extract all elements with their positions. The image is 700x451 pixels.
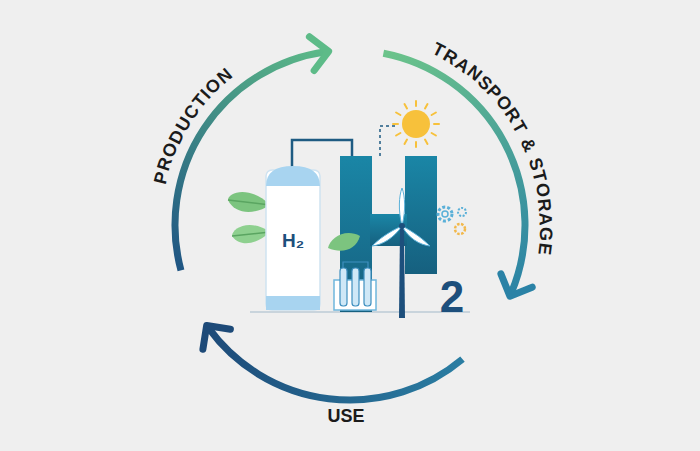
label-letter: O — [492, 92, 515, 114]
label-letter: P — [484, 82, 505, 103]
label-letter: R — [501, 105, 523, 126]
label-letter: U — [172, 114, 194, 134]
sun-ray — [432, 113, 436, 116]
label-letter — [524, 149, 543, 160]
label-letter: N — [214, 65, 236, 87]
label-letter: T — [189, 91, 210, 111]
sun-ray — [393, 123, 398, 125]
label-letter: R — [535, 197, 554, 212]
label-letter: C — [180, 101, 202, 122]
h2-number: 2 — [440, 275, 464, 319]
label-letter: R — [440, 46, 460, 68]
label-letter: T — [530, 169, 550, 184]
label-letter: & — [518, 135, 540, 154]
label-letter: A — [537, 212, 555, 226]
arrow-head — [309, 37, 328, 71]
cycle-arc — [208, 328, 462, 400]
label-letter: S — [526, 155, 547, 172]
label-letter: T — [430, 40, 448, 61]
sun-ray — [396, 113, 400, 116]
arrow-head — [501, 274, 532, 296]
label-letter: O — [202, 75, 225, 98]
tank-base — [266, 296, 320, 310]
tank-dome — [266, 166, 320, 186]
leaf — [328, 233, 360, 251]
label-letter: O — [159, 140, 181, 160]
sun-icon — [393, 101, 439, 147]
sun-ray — [425, 140, 428, 144]
dashed-link — [380, 126, 398, 156]
sun-ray — [405, 140, 408, 144]
label-letter — [515, 129, 533, 142]
label-letter: N — [463, 62, 484, 84]
leaf — [228, 192, 270, 212]
sun-ray — [425, 104, 428, 108]
sun-ray — [396, 133, 400, 136]
electrolyzer — [334, 262, 376, 310]
arrow-head — [203, 325, 231, 349]
leaf — [232, 225, 270, 243]
label-letter: G — [536, 227, 555, 242]
sun-ray — [415, 101, 417, 106]
label-letter: T — [509, 118, 530, 137]
cycle-arc — [175, 52, 326, 271]
label-letter: E — [535, 242, 554, 256]
label-letter: R — [154, 155, 175, 173]
wind-turbine — [372, 188, 430, 318]
tank-label: H₂ — [282, 231, 304, 250]
sun-ray — [432, 133, 436, 136]
hydrogen-tank — [266, 170, 320, 310]
label-letter: I — [197, 86, 214, 102]
stage-label: USE — [327, 407, 364, 425]
label-letter: D — [165, 127, 187, 147]
label-letter: P — [151, 170, 171, 186]
h-letter — [405, 156, 437, 274]
label-letter: O — [533, 181, 553, 198]
label-letter: S — [474, 72, 495, 93]
sun-ray — [405, 104, 408, 108]
gear-icon — [438, 207, 466, 234]
label-letter: A — [452, 54, 473, 76]
sun-ray — [415, 142, 417, 147]
sun-ray — [434, 123, 439, 125]
cycle-arc — [383, 53, 525, 293]
